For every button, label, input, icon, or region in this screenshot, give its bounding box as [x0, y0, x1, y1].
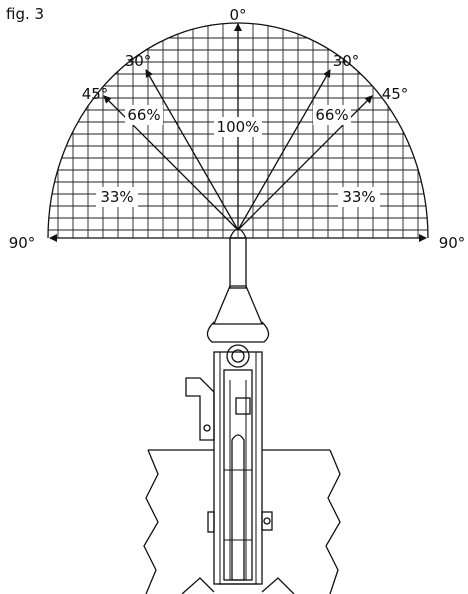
ray-left-45-degrees	[103, 95, 239, 231]
plate-bottom-break	[181, 577, 295, 594]
angle-label-30-left: 30°	[125, 52, 152, 70]
label-66-percent-left: 66%	[127, 106, 160, 124]
load-angle-chart: 100% 66% 66% 33% 33%	[47, 22, 429, 242]
lever-pin	[203, 424, 211, 432]
lifting-shackle	[229, 237, 247, 289]
shackle-collar	[206, 321, 270, 343]
label-33-percent-left: 33%	[100, 188, 133, 206]
angle-label-0: 0°	[229, 6, 246, 24]
side-bolt	[261, 511, 273, 531]
plate-left-break	[143, 449, 159, 594]
locking-lever	[185, 377, 215, 441]
jaw-slot	[235, 397, 251, 415]
side-bolt-head	[263, 517, 271, 525]
gripping-cam	[231, 434, 245, 581]
pivot-pin	[231, 349, 245, 363]
angle-label-30-right: 30°	[333, 52, 360, 70]
ray-right-45-degrees	[237, 95, 373, 231]
angle-label-45-left: 45°	[82, 85, 109, 103]
label-66-percent-right: 66%	[315, 106, 348, 124]
angle-label-45-right: 45°	[382, 85, 409, 103]
ray-left-30-degrees	[145, 69, 239, 231]
ray-right-30-degrees	[237, 69, 331, 231]
clamp-body	[213, 351, 263, 585]
label-33-percent-right: 33%	[342, 188, 375, 206]
figure-label: fig. 3	[6, 5, 44, 23]
label-100-percent: 100%	[217, 118, 260, 136]
plate-right-break	[325, 449, 341, 594]
angle-label-90-right: 90°	[439, 234, 466, 252]
angle-label-90-left: 90°	[9, 234, 36, 252]
pivot-ring	[226, 344, 250, 368]
clamp-jaw	[223, 369, 253, 581]
shackle-flare	[213, 285, 263, 325]
lifting-clamp	[143, 228, 341, 594]
